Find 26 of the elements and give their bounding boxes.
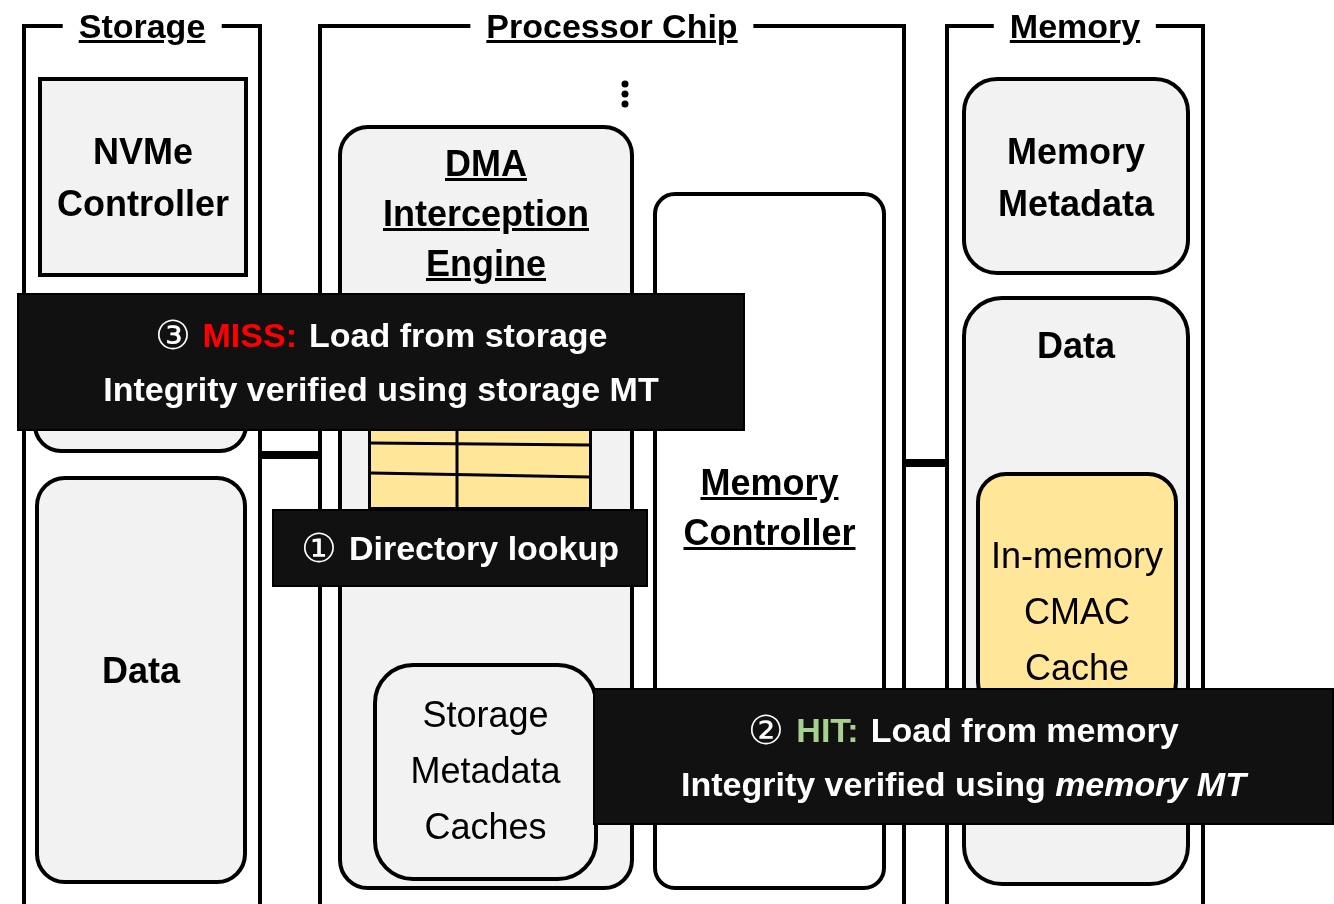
box-label: NVMe Controller <box>56 130 230 226</box>
box-label: Data <box>1036 324 1117 368</box>
tooltip-text: Directory lookup <box>348 528 620 569</box>
step-number: ① <box>300 525 337 572</box>
step-number: ② <box>748 706 785 754</box>
box-label: Memory Controller <box>682 461 857 555</box>
box-label: Data <box>101 649 182 693</box>
step-tooltip <box>593 688 1334 825</box>
step-tooltip <box>272 509 648 587</box>
connector-line <box>262 451 318 459</box>
tooltip-text: Load from memory <box>870 709 1179 751</box>
step-number: ③ <box>154 312 191 359</box>
status-label: MISS: <box>202 315 297 356</box>
box-label: DMA Interception Engine <box>382 142 590 286</box>
box-label: In-memory CMAC Cache <box>990 534 1164 690</box>
status-label: HIT: <box>796 709 859 751</box>
box-label: Storage Metadata Caches <box>409 693 562 849</box>
step-tooltip <box>17 293 745 431</box>
data-box <box>35 476 247 884</box>
controller-box <box>38 77 248 277</box>
cache-box <box>373 663 598 881</box>
connector-line <box>906 459 945 467</box>
box-label: Memory Metadata <box>996 130 1156 226</box>
tooltip-text: Load from storage <box>309 315 608 356</box>
metadata-box <box>962 77 1190 275</box>
tooltip-text: Integrity verified using storage MT <box>103 369 659 410</box>
